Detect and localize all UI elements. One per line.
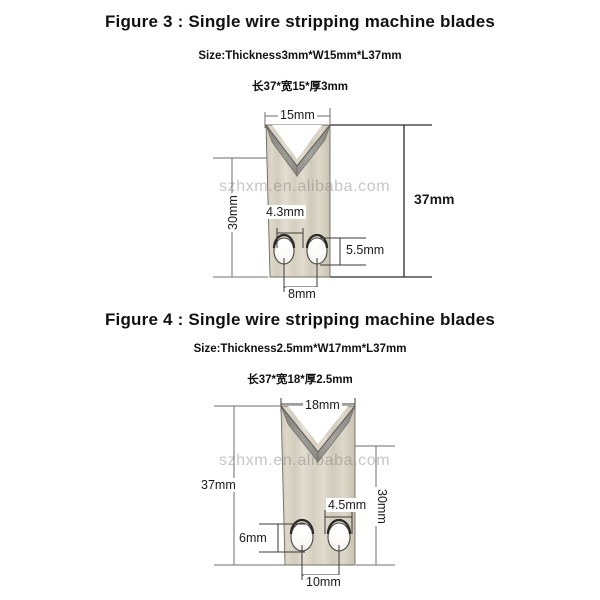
dim-4-3mm bbox=[276, 228, 304, 248]
figure-3-size-en: Size:Thickness3mm*W15mm*L37mm bbox=[198, 50, 402, 62]
hole-left-figure-3 bbox=[273, 237, 295, 265]
label-30mm-figure-4: 30mm bbox=[375, 487, 389, 526]
blade-body-figure-3 bbox=[265, 124, 331, 278]
hole-right-figure-4 bbox=[327, 522, 351, 552]
figure-3-size-cn: 长37*宽15*厚3mm bbox=[252, 81, 348, 93]
figure-3-drawing bbox=[213, 108, 432, 292]
hole-left-shadow-figure-4 bbox=[289, 518, 315, 535]
label-5-5mm: 5.5mm bbox=[344, 243, 387, 257]
v-notch-void-figure-3 bbox=[272, 125, 322, 159]
bevel-left-figure-3 bbox=[265, 124, 298, 178]
figure-4-drawing bbox=[214, 398, 395, 580]
figure-4-size-cn: 长37*宽18*厚2.5mm bbox=[247, 374, 353, 386]
label-30mm-figure-3: 30mm bbox=[226, 193, 240, 232]
bevel-right-figure-3 bbox=[296, 124, 331, 178]
label-18mm: 18mm bbox=[303, 398, 342, 412]
hole-left-figure-4 bbox=[290, 522, 314, 552]
hole-right-figure-3 bbox=[306, 237, 328, 265]
label-37mm-figure-4: 37mm bbox=[199, 478, 238, 492]
v-outline-figure-4 bbox=[280, 405, 356, 453]
figure-3-title: Figure 3 : Single wire stripping machine… bbox=[104, 12, 496, 31]
label-4-3mm: 4.3mm bbox=[264, 205, 307, 219]
label-15mm: 15mm bbox=[278, 108, 317, 122]
label-4-5mm: 4.5mm bbox=[326, 498, 369, 512]
figure-4-title: Figure 4 : Single wire stripping machine… bbox=[104, 310, 496, 329]
dim-4-5mm bbox=[324, 510, 353, 534]
watermark-figure-4: szhxm.en.alibaba.com bbox=[219, 452, 391, 469]
v-outline-figure-3 bbox=[265, 124, 331, 167]
watermark-figure-3: szhxm.en.alibaba.com bbox=[219, 178, 391, 195]
label-8mm: 8mm bbox=[286, 287, 318, 301]
hole-right-shadow-figure-3 bbox=[305, 233, 329, 249]
figure-4-size-en: Size:Thickness2.5mm*W17mm*L37mm bbox=[193, 343, 407, 355]
label-6mm: 6mm bbox=[237, 531, 269, 545]
blade-body-figure-4 bbox=[280, 405, 356, 566]
hole-left-shadow-figure-3 bbox=[272, 233, 296, 249]
label-10mm: 10mm bbox=[304, 575, 343, 589]
label-37mm-figure-3: 37mm bbox=[412, 191, 457, 207]
hole-right-shadow-figure-4 bbox=[326, 518, 352, 535]
